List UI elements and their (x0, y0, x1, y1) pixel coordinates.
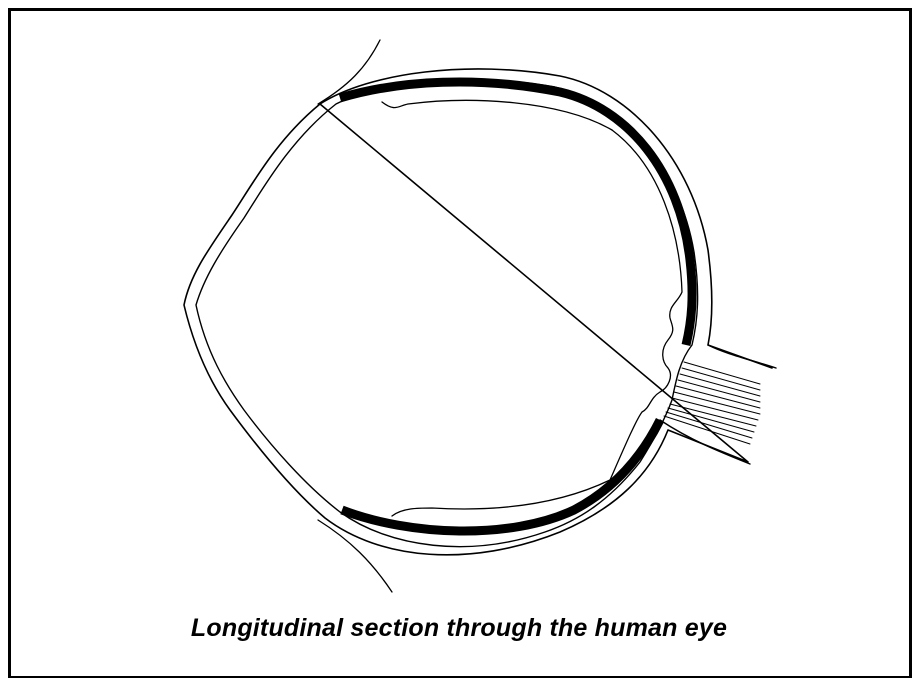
lower-eyelid-line (318, 520, 392, 592)
figure-caption: Longitudinal section through the human e… (0, 614, 918, 643)
choroid-band (340, 82, 692, 345)
retina-edge-top (382, 100, 612, 130)
sclera-outer-outline (184, 69, 772, 555)
